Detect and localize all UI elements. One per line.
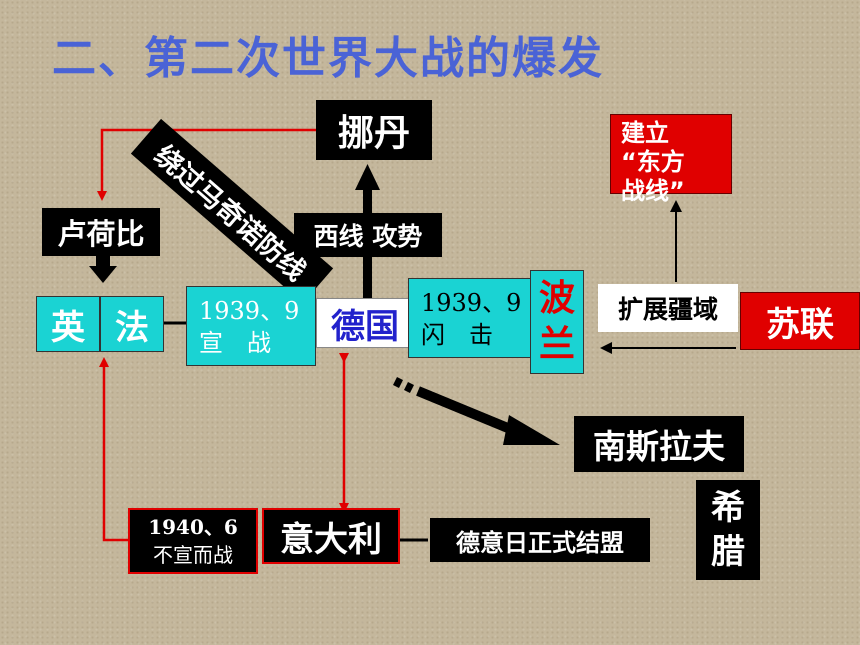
danish-to-benelux-arrow (97, 128, 318, 201)
greece-char-1: 希 (711, 488, 745, 528)
declare-war-date: 1939、9 (199, 297, 300, 325)
axis-alliance-label: 德意日正式结盟 (430, 518, 650, 562)
node-benelux: 卢荷比 (42, 208, 160, 256)
poland-char-1: 波 (538, 278, 575, 319)
italy-war-text: 不宣而战 (153, 543, 233, 567)
node-danish: 挪丹 (316, 100, 432, 160)
node-yugoslavia: 南斯拉夫 (574, 416, 744, 472)
balkans-arrow (392, 376, 560, 445)
blitz-date: 1939、9 (421, 289, 522, 317)
node-italy: 意大利 (262, 508, 400, 564)
page-title: 二、第二次世界大战的爆发 (52, 33, 604, 84)
declare-war-box: 1939、9 宣 战 (186, 286, 316, 366)
east-front-box: 建立 “东方 战线” (610, 114, 732, 205)
italy-war-date: 1940、6 (148, 515, 238, 539)
italy-to-anglofrench-arrow (99, 357, 130, 542)
italy-war-box: 1940、6 不宣而战 (128, 508, 258, 574)
node-britain: 英 (36, 296, 100, 352)
benelux-down-arrow-head (89, 266, 117, 283)
east-front-line-1: 建立 (621, 119, 669, 147)
blitz-text: 闪 击 (421, 321, 493, 349)
east-front-line-2: “东方 (621, 148, 685, 176)
declare-war-text: 宣 战 (199, 329, 271, 357)
greece-char-2: 腊 (711, 532, 745, 572)
east-front-line-3: 战线” (621, 177, 685, 205)
node-greece: 希 腊 (696, 480, 760, 580)
blitz-box: 1939、9 闪 击 (408, 278, 532, 358)
node-poland: 波 兰 (530, 270, 584, 374)
poland-char-2: 兰 (538, 324, 575, 365)
germany-up-arrow-head (355, 164, 380, 190)
node-ussr: 苏联 (740, 292, 860, 350)
node-germany: 德国 (316, 298, 414, 348)
expand-label: 扩展疆域 (598, 284, 738, 332)
west-front-label: 西线 攻势 (294, 213, 442, 257)
node-france: 法 (100, 296, 164, 352)
